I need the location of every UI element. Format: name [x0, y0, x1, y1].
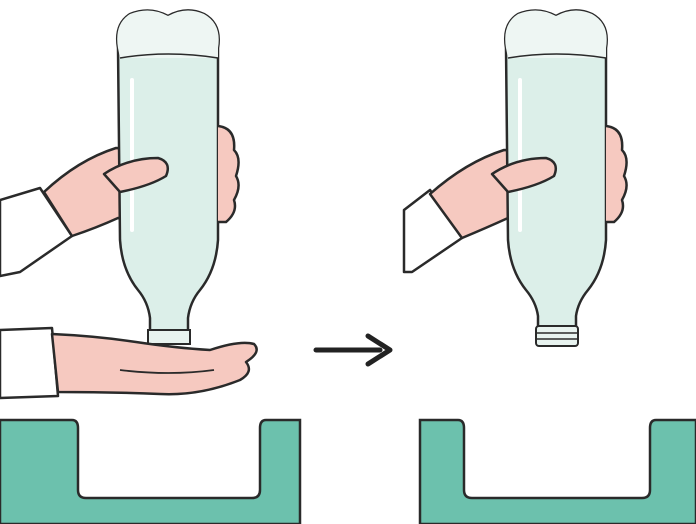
right-arrow-icon — [316, 336, 390, 364]
bottle-cap-threads-right — [536, 326, 578, 346]
upper-hand-fingers-left — [218, 126, 239, 222]
bottle-air-gap-right — [505, 10, 607, 58]
water-basin-right — [420, 420, 696, 524]
water-basin-left — [0, 420, 300, 524]
hand-fingers-right — [606, 126, 627, 222]
right-panel — [404, 10, 696, 524]
lower-sleeve-left — [0, 328, 58, 398]
bottle-air-gap-left — [117, 10, 219, 58]
bottle-neck-ring-left — [148, 330, 190, 344]
left-panel — [0, 10, 300, 524]
